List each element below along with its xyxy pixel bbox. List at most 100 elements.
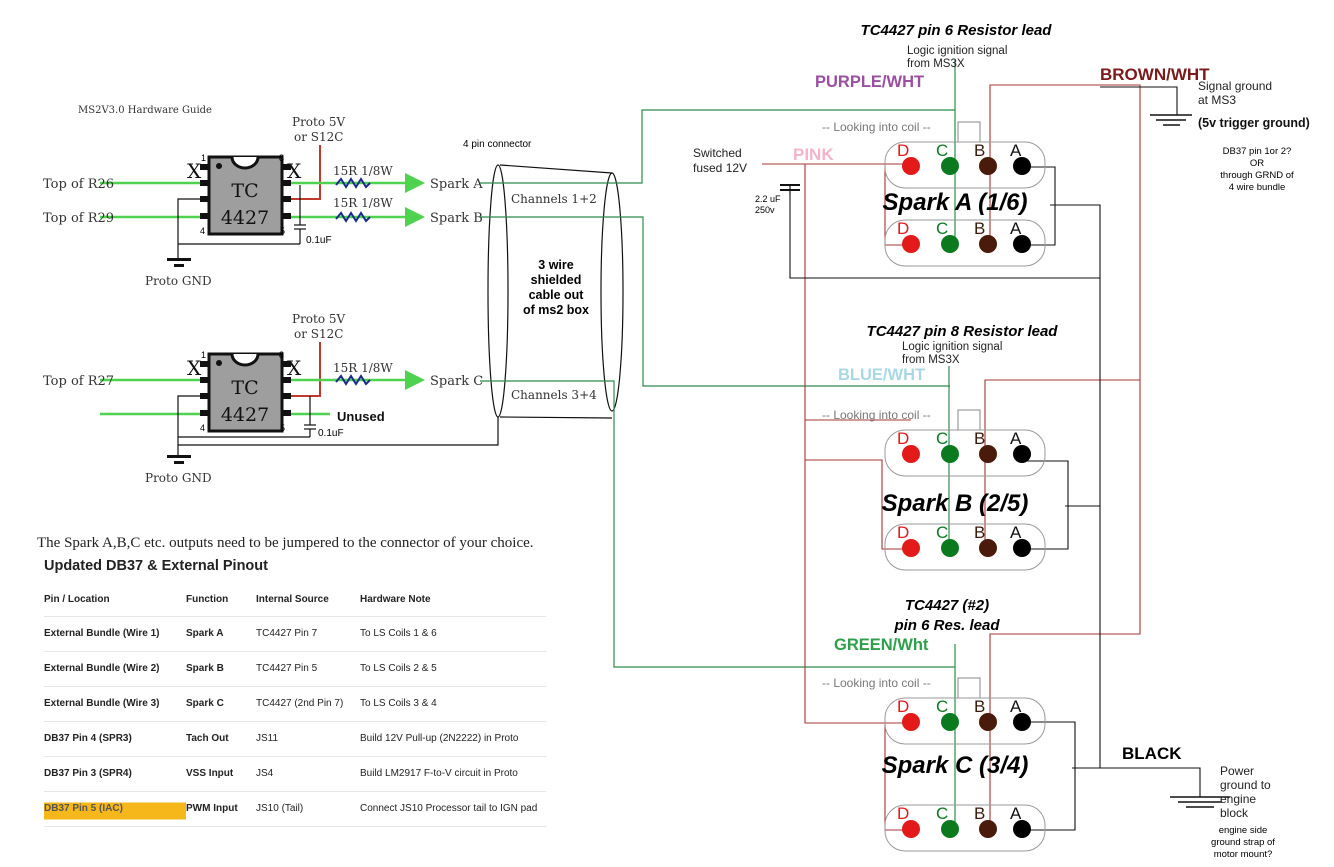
- power-wires: [762, 84, 1141, 831]
- pin-letter-C: C: [936, 141, 948, 160]
- pin-letter-A: A: [1010, 697, 1022, 716]
- cable-description: 3 wire shielded cable out of ms2 box: [523, 258, 589, 317]
- pin-terminal-D: [902, 157, 920, 175]
- trigger-ground-label: (5v trigger ground): [1198, 116, 1310, 130]
- pin-letter-C: C: [936, 523, 948, 542]
- pin-terminal-D: [902, 539, 920, 557]
- gnd-label: Proto GND: [145, 274, 212, 288]
- orientation-label: -- Looking into coil --: [822, 408, 931, 422]
- pin-terminal-C: [941, 713, 959, 731]
- unused-label: Unused: [337, 409, 385, 424]
- channels-label: Channels 1+2: [511, 192, 597, 206]
- pin-terminal-B: [979, 713, 997, 731]
- cable-description-line: shielded: [531, 273, 582, 287]
- coil-title: Spark C (3/4): [882, 752, 1029, 779]
- pin-number: 1: [201, 153, 206, 163]
- pin-letter-B: B: [974, 219, 985, 238]
- cable-description-line: 3 wire: [538, 258, 573, 272]
- table-cell: Connect JS10 Processor tail to IGN pad: [360, 791, 546, 827]
- supply-label: or S12C: [294, 130, 343, 144]
- signal-wires: [480, 60, 956, 830]
- pin-letter-A: A: [1010, 804, 1022, 823]
- chip-label: 4427: [221, 207, 269, 229]
- lead-label: TC4427 pin 6 Resistor lead: [861, 22, 1053, 39]
- table-header-row: Pin / Location Function Internal Source …: [44, 588, 546, 617]
- note-line: Power: [1220, 764, 1254, 778]
- column-header: Internal Source: [256, 588, 360, 617]
- note-line: DB37 pin 1or 2?: [1223, 146, 1292, 157]
- chip-label: 4427: [221, 404, 269, 426]
- brown-wire-label: BROWN/WHT: [1100, 65, 1210, 84]
- pin-terminal-D: [902, 445, 920, 463]
- pin-letter-C: C: [936, 697, 948, 716]
- pin-terminal-B: [979, 235, 997, 253]
- pin-letter-B: B: [974, 429, 985, 448]
- pin-terminal-B: [979, 445, 997, 463]
- pin-letter-B: B: [974, 697, 985, 716]
- supply-wire: [291, 145, 321, 200]
- column-header: Pin / Location: [44, 588, 186, 617]
- coil-connector-body: [884, 141, 1046, 189]
- chip-notch: [230, 156, 260, 170]
- output-label: Spark C: [430, 374, 483, 389]
- column-header: Function: [186, 588, 256, 617]
- ground-symbol: [167, 258, 191, 267]
- pin-letter-B: B: [974, 141, 985, 160]
- note-line: through GRND of: [1220, 170, 1294, 181]
- signal-note: Logic ignition signal: [907, 45, 1007, 57]
- pin-letter-D: D: [897, 697, 909, 716]
- switched-label: fused 12V: [693, 161, 747, 175]
- channels-label: Channels 3+4: [511, 388, 597, 402]
- driver-2: Top of R27 TC 4427 X X 1 8 4 5 Proto 5V …: [43, 312, 483, 485]
- table-cell: TC4427 Pin 7: [256, 616, 360, 652]
- orientation-label: -- Looking into coil --: [822, 120, 931, 134]
- coil-key-tab: [957, 409, 981, 431]
- pin-letter-A: A: [1010, 523, 1022, 542]
- pin-terminal-C: [941, 820, 959, 838]
- pin-number: 8: [279, 153, 284, 163]
- capacitor-symbol: [177, 395, 316, 455]
- signal-note: Logic ignition signal: [902, 341, 1002, 353]
- pin-letter-D: D: [897, 523, 909, 542]
- pin-terminal-A: [1013, 157, 1031, 175]
- chip-notch: [230, 353, 260, 367]
- pin-letter-D: D: [897, 141, 909, 160]
- pin-number: 4: [200, 423, 205, 433]
- resistor-symbol: [335, 177, 371, 189]
- wire-color-label: GREEN/Wht: [834, 636, 929, 654]
- signal-note: from MS3X: [902, 354, 960, 366]
- pin-terminal-C: [941, 235, 959, 253]
- pin-number: 4: [200, 226, 205, 236]
- pin-terminal-D: [902, 713, 920, 731]
- table-cell: External Bundle (Wire 1): [44, 616, 186, 652]
- pin-terminal-B: [979, 539, 997, 557]
- cable-end-left: [487, 164, 509, 418]
- pin-letter-C: C: [936, 804, 948, 823]
- tc4427-chip: [207, 155, 284, 236]
- column-header: Hardware Note: [360, 588, 546, 617]
- input-label: Top of R26: [43, 177, 114, 192]
- supply-wire: [291, 342, 321, 397]
- coil-connector-body: [884, 523, 1046, 571]
- table-cell: To LS Coils 1 & 6: [360, 616, 546, 652]
- nc-mark: X: [187, 356, 202, 380]
- supply-label: Proto 5V: [292, 312, 346, 326]
- pin-terminal-D: [902, 235, 920, 253]
- pin-letter-A: A: [1010, 429, 1022, 448]
- note-line: ground strap of: [1211, 837, 1275, 848]
- table-cell: VSS Input: [186, 756, 256, 792]
- wire-color-label: PURPLE/WHT: [815, 73, 924, 91]
- signal-note: from MS3X: [907, 58, 965, 70]
- table-cell: To LS Coils 2 & 5: [360, 651, 546, 687]
- resistor-label: 15R 1/8W: [333, 164, 393, 178]
- nc-mark: X: [287, 356, 302, 380]
- pin-number: 5: [280, 423, 285, 433]
- tc4427-chip: [207, 352, 284, 433]
- coil-connector-body: [884, 219, 1046, 267]
- pin-terminal-A: [1013, 539, 1031, 557]
